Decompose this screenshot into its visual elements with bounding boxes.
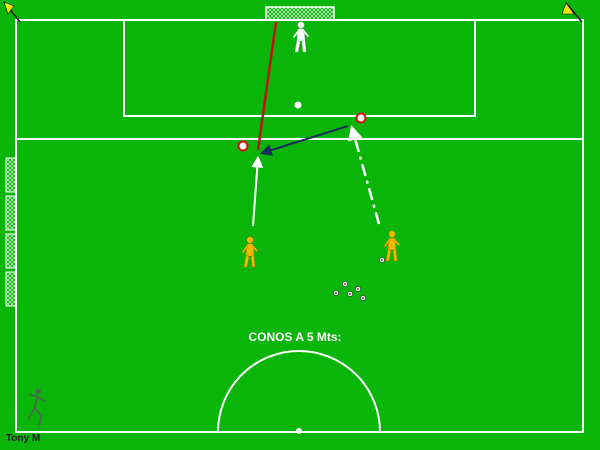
corner-flag-icon <box>561 2 583 23</box>
soccer-ball-icon <box>346 290 354 298</box>
soccer-ball-icon <box>359 294 367 302</box>
drill-note: CONOS A 5 Mts: <box>248 330 342 344</box>
run-arrow <box>251 155 264 227</box>
side-mini-goal <box>5 195 17 231</box>
cone-icon <box>237 140 249 152</box>
side-mini-goal <box>5 271 17 307</box>
cone-icon <box>355 112 367 124</box>
soccer-ball-icon <box>341 280 349 288</box>
penalty-spot <box>294 101 302 109</box>
side-mini-goal <box>5 233 17 269</box>
center-circle <box>217 350 381 433</box>
goal-net <box>265 6 335 21</box>
player-silhouette-logo-icon <box>27 388 46 427</box>
soccer-ball-icon <box>332 289 340 297</box>
author-credit: Tony M <box>6 433 41 444</box>
soccer-ball-icon <box>354 285 362 293</box>
pass-arrow <box>259 125 349 156</box>
center-spot <box>296 428 302 434</box>
side-mini-goal <box>5 157 17 193</box>
corner-flag-icon <box>3 1 21 23</box>
dribble-arrow <box>348 125 381 225</box>
soccer-ball-icon <box>378 256 386 264</box>
shot-arrow <box>256 21 278 151</box>
